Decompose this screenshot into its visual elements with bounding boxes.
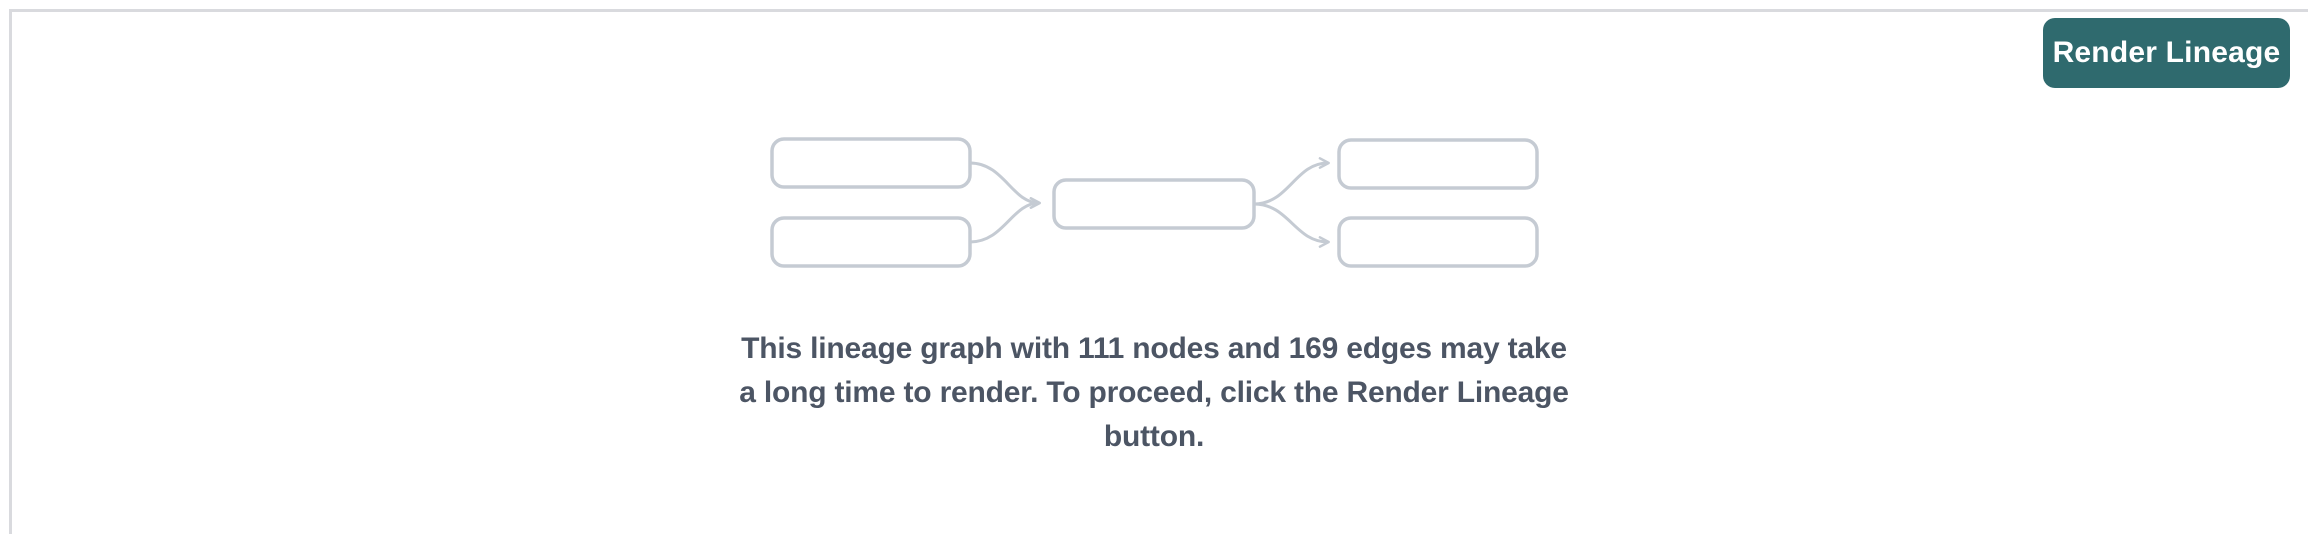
graph-node-center (1052, 178, 1256, 230)
lineage-graph-illustration (770, 137, 1539, 268)
panel-left-border (9, 9, 12, 534)
message-line-2: a long time to render. To proceed, click… (739, 376, 1569, 409)
graph-edge-right-bottom (1253, 202, 1330, 248)
graph-node-downstream-bottom (1337, 216, 1539, 268)
message-line-3: button. (1103, 420, 1205, 453)
graph-node-upstream-top (770, 137, 972, 189)
render-lineage-button[interactable]: Render Lineage (2043, 18, 2290, 88)
graph-node-downstream-top (1337, 138, 1539, 190)
message-line-1: This lineage graph with 111 nodes and 16… (741, 332, 1567, 365)
lineage-warning-message: This lineage graph with 111 nodes and 16… (739, 327, 1569, 459)
graph-edge-left-top (969, 161, 1041, 209)
lineage-placeholder: This lineage graph with 111 nodes and 16… (0, 132, 2308, 459)
graph-edge-right-top (1253, 157, 1330, 206)
graph-node-upstream-bottom (770, 216, 972, 268)
graph-edge-left-bottom (969, 197, 1041, 244)
panel-top-border (9, 9, 2308, 12)
